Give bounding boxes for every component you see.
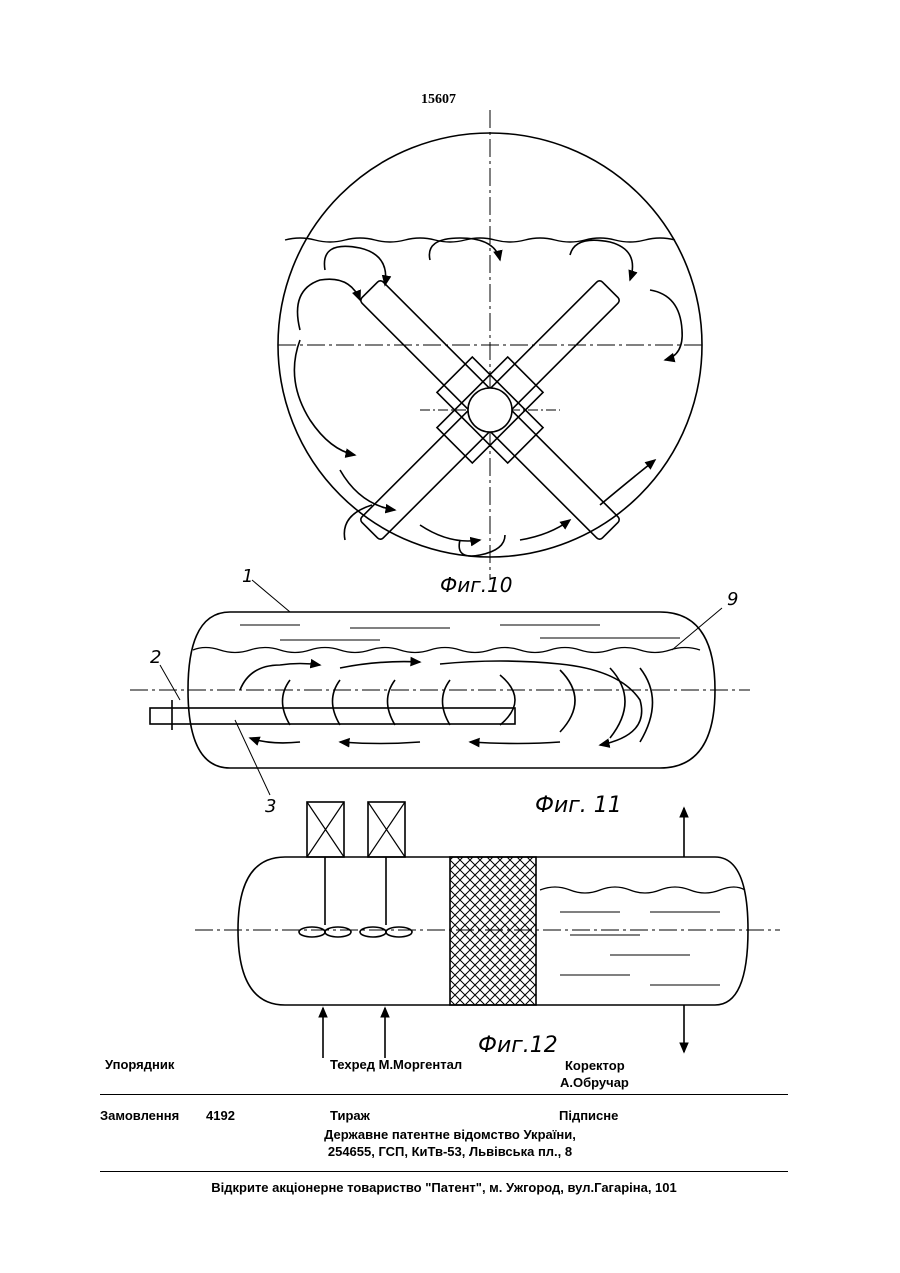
fig12-caption: Фиг.12 bbox=[478, 1033, 558, 1058]
tech-editor: Техред М.Моргентал bbox=[330, 1057, 462, 1072]
fig11-label-9: 9 bbox=[727, 589, 738, 610]
address-line: 254655, ГСП, КиТв-53, Львівська пл., 8 bbox=[240, 1144, 660, 1159]
fig11-label-2: 2 bbox=[150, 647, 161, 668]
figure-11 bbox=[130, 580, 750, 795]
order-label: Замовлення bbox=[100, 1108, 179, 1123]
fig11-label-1: 1 bbox=[242, 566, 253, 587]
corrector-name: А.Обручар bbox=[560, 1075, 629, 1090]
compiler-label: Упорядник bbox=[105, 1057, 174, 1072]
signed-label: Підписне bbox=[559, 1108, 618, 1123]
circulation-label: Тираж bbox=[330, 1108, 370, 1123]
publisher-line: Відкрите акціонерне товариство "Патент",… bbox=[100, 1180, 788, 1195]
fig12-liquid-lines bbox=[560, 912, 720, 985]
figure-12 bbox=[195, 802, 780, 1058]
order-number: 4192 bbox=[206, 1108, 235, 1123]
imprint-divider-bottom bbox=[100, 1171, 788, 1172]
fig11-caption: Фиг. 11 bbox=[535, 793, 622, 818]
fig10-caption: Фиг.10 bbox=[440, 573, 513, 597]
figure-10 bbox=[278, 110, 705, 580]
imprint-divider-top bbox=[100, 1094, 788, 1095]
fig11-liquid-lines bbox=[240, 625, 680, 640]
fig11-label-3: 3 bbox=[265, 796, 276, 817]
corrector-label: Коректор bbox=[565, 1058, 625, 1073]
office-line: Державне патентне відомство України, bbox=[240, 1127, 660, 1142]
